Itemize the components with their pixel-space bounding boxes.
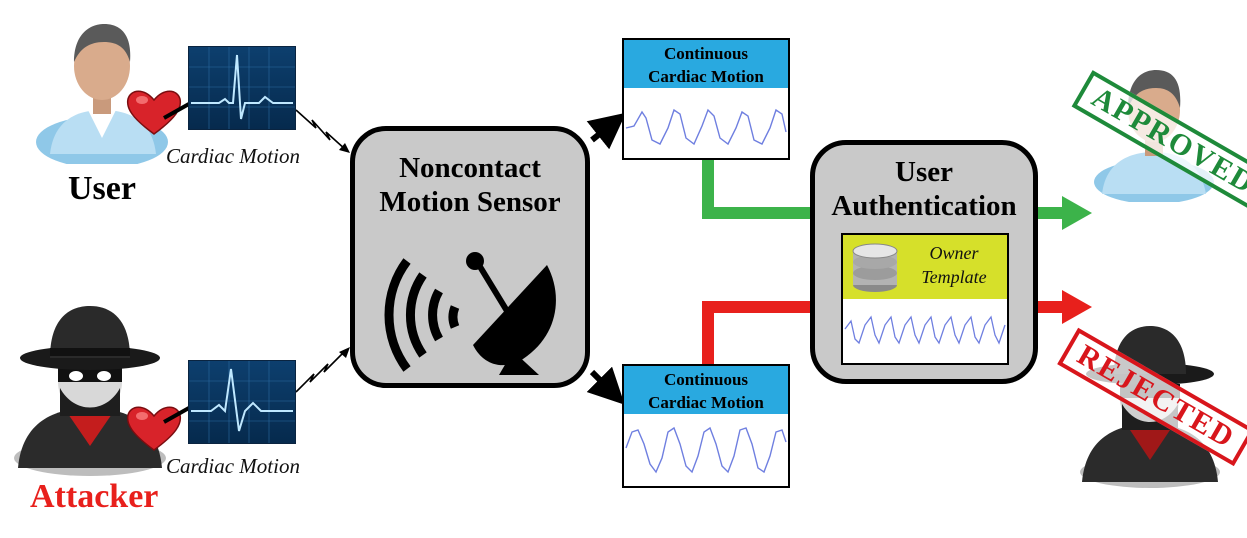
rejected-path — [702, 301, 812, 364]
owner-template-label: Owner Template — [909, 241, 999, 289]
user-cardiac-caption: Cardiac Motion — [166, 144, 300, 168]
top-signal-panel: Continuous Cardiac Motion — [622, 38, 790, 160]
noncontact-motion-sensor-box: Noncontact Motion Sensor — [350, 126, 590, 388]
user-label: User — [68, 170, 136, 207]
owner-template-line1: Owner — [929, 243, 979, 263]
sensor-to-bottom-arrow — [586, 366, 625, 405]
bottom-cardiac-waveform — [625, 426, 787, 474]
approved-arrowhead — [1062, 196, 1092, 230]
top-cardiac-waveform — [625, 108, 787, 146]
bottom-signal-header: Continuous Cardiac Motion — [624, 366, 788, 414]
attacker-ecg-monitor — [188, 360, 296, 444]
bottom-signal-title-line1: Continuous — [663, 370, 749, 389]
auth-title-line1: User — [895, 156, 953, 188]
user-ecg-monitor — [188, 46, 296, 130]
top-signal-title-line2: Cardiac Motion — [648, 67, 764, 86]
attacker-ecg-waveform — [189, 361, 295, 443]
owner-template-line2: Template — [921, 267, 987, 287]
owner-template-panel: Owner Template — [841, 233, 1009, 365]
wireless-link-user — [295, 109, 347, 151]
sensor-title-line1: Noncontact — [399, 152, 541, 184]
user-heart-icon — [126, 90, 182, 135]
satellite-dish-icon — [384, 252, 556, 375]
sensor-title-line2: Motion Sensor — [379, 186, 561, 218]
attacker-avatar-icon — [14, 306, 166, 476]
wireless-arrowhead-user — [339, 143, 350, 153]
database-icon — [852, 243, 898, 292]
wireless-arrowhead-attacker — [339, 347, 350, 358]
rejected-arrowhead — [1062, 290, 1092, 324]
sensor-to-top-arrow — [586, 112, 627, 150]
attacker-label: Attacker — [30, 478, 159, 515]
bottom-signal-title-line2: Cardiac Motion — [648, 393, 764, 412]
top-signal-header: Continuous Cardiac Motion — [624, 40, 788, 88]
owner-template-header: Owner Template — [843, 235, 1007, 299]
attacker-cardiac-caption: Cardiac Motion — [166, 454, 300, 478]
user-ecg-waveform — [189, 47, 295, 129]
approved-path — [702, 160, 812, 219]
auth-title-line2: Authentication — [831, 190, 1017, 222]
user-authentication-box: User Authentication Owner Template — [810, 140, 1038, 384]
bottom-signal-panel: Continuous Cardiac Motion — [622, 364, 790, 488]
wireless-link-attacker — [295, 351, 345, 393]
top-signal-title-line1: Continuous — [663, 44, 749, 63]
user-avatar-icon — [36, 24, 168, 164]
owner-template-waveform — [844, 315, 1006, 345]
